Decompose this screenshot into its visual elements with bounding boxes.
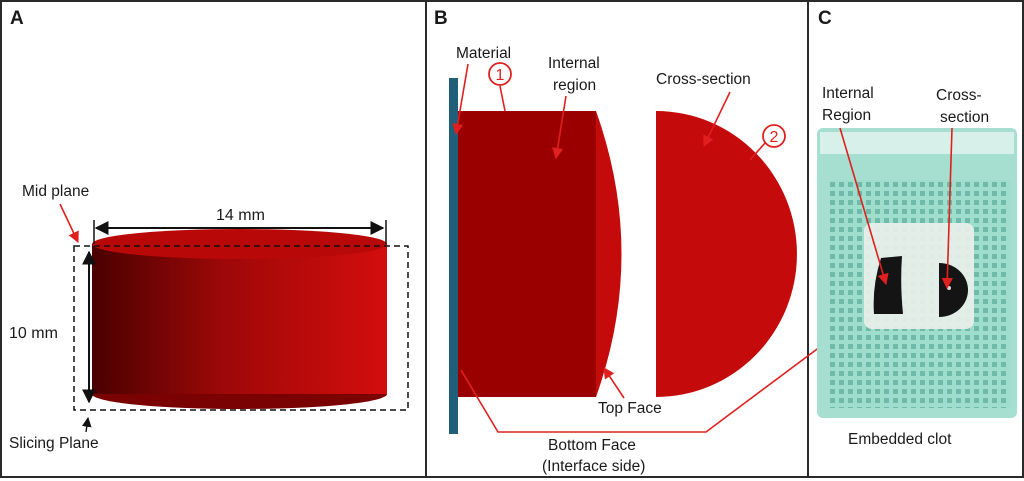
internal-region-shape: [458, 111, 622, 397]
bottom-face-label-line1: Bottom Face: [548, 437, 636, 454]
panel-c: C Internal Region Cross- section Embedde…: [817, 8, 1017, 448]
material-arrow: [452, 63, 469, 136]
marker-2-number: 2: [770, 129, 779, 146]
slicing-box: [73, 245, 409, 411]
cross-section-label: Cross-section: [656, 71, 751, 88]
c-cross-section-line2: section: [940, 109, 989, 126]
c-cross-section-line1: Cross-: [936, 87, 982, 104]
internal-region-label-line1: Internal: [548, 55, 600, 72]
c-internal-region-line2: Region: [822, 107, 871, 124]
c-internal-region-line1: Internal: [822, 85, 874, 102]
cross-section-shape: [656, 111, 797, 397]
top-face-label: Top Face: [598, 400, 662, 417]
mid-plane-arrow: [59, 203, 79, 244]
bottom-face-connector: [460, 313, 865, 433]
material-plate: [449, 78, 458, 434]
height-dimension-label: 10 mm: [9, 325, 58, 342]
mid-plane-label: Mid plane: [22, 183, 89, 200]
cross-section-piece: [939, 263, 968, 317]
clot-cylinder: [92, 229, 387, 409]
panel-c-letter: C: [818, 8, 832, 29]
embedded-clot-photo: [817, 128, 1017, 418]
internal-region-arrow: [552, 95, 567, 160]
c-internal-region-arrow: [839, 127, 889, 286]
panel-a: A 14 mm 10 mm Mid plane Slicing Plane: [9, 8, 409, 452]
panel-b-letter: B: [434, 8, 448, 29]
material-label: Material: [456, 45, 511, 62]
panel-a-letter: A: [10, 8, 24, 29]
cross-section-arrow: [703, 91, 731, 148]
panel-b: B Material 1 Internal region Cross-secti…: [434, 8, 865, 475]
internal-region-label-line2: region: [553, 77, 596, 94]
c-cross-section-arrow: [941, 127, 953, 290]
marker-2: 2: [749, 124, 786, 161]
marker-1: 1: [488, 62, 512, 112]
marker-1-number: 1: [496, 67, 505, 84]
slicing-plane-label: Slicing Plane: [9, 435, 99, 452]
embedded-clot-caption: Embedded clot: [848, 431, 952, 448]
top-face-arrow: [603, 367, 625, 399]
slicing-plane-arrow: [81, 417, 92, 433]
bottom-face-label-line2: (Interface side): [542, 458, 645, 475]
width-dimension-label: 14 mm: [216, 207, 265, 224]
